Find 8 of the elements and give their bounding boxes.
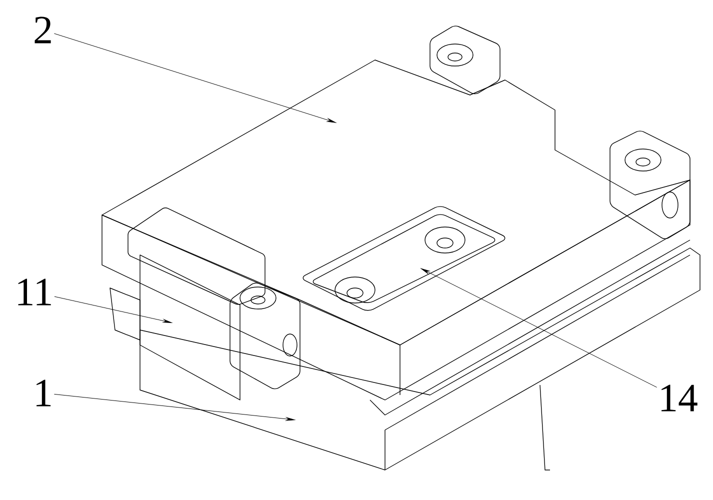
leader-line: [54, 394, 295, 421]
callout-number: 14: [662, 384, 698, 412]
leader-line: [54, 296, 172, 323]
callout-number: 2: [34, 16, 51, 44]
callout-number: 1: [36, 380, 51, 406]
leader-line: [421, 268, 658, 388]
leader-line: [54, 33, 336, 123]
callout-number: 11: [18, 278, 51, 306]
